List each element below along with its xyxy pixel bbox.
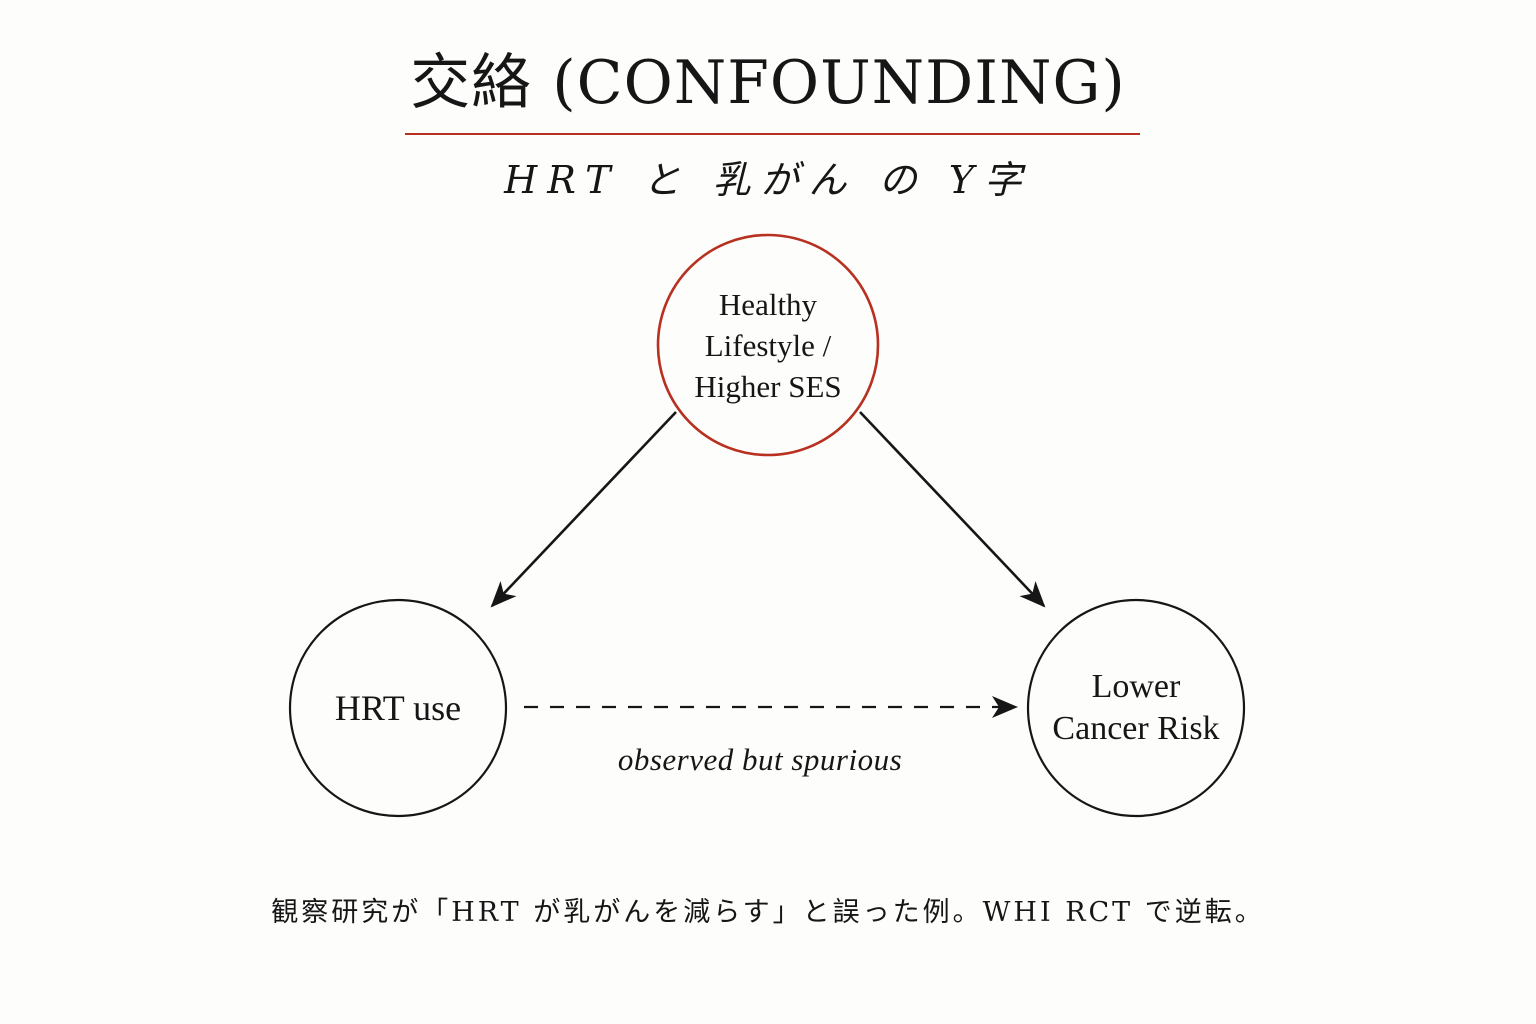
caption-text: 観察研究が「HRT が乳がんを減らす」と誤った例。WHI RCT で逆転。	[271, 897, 1265, 928]
confounder-node-circle	[656, 233, 880, 457]
arrow-confounder-to-exposure	[490, 411, 677, 608]
title-underline	[405, 133, 1140, 135]
spurious-edge-label: observed but spurious	[617, 742, 903, 777]
outcome-node-label: Lower Cancer Risk	[1052, 668, 1220, 747]
outcome-node-circle	[1026, 598, 1246, 818]
confounder-node-label: Healthy Lifestyle / Higher SES	[694, 286, 842, 404]
page-subtitle: HRT と 乳がん の Y字	[504, 158, 1032, 202]
arrow-confounder-to-outcome	[859, 411, 1046, 608]
exposure-node-circle	[288, 598, 508, 818]
page-title: 交絡 (CONFOUNDING)	[410, 48, 1126, 118]
exposure-node-label: HRT use	[334, 688, 462, 728]
